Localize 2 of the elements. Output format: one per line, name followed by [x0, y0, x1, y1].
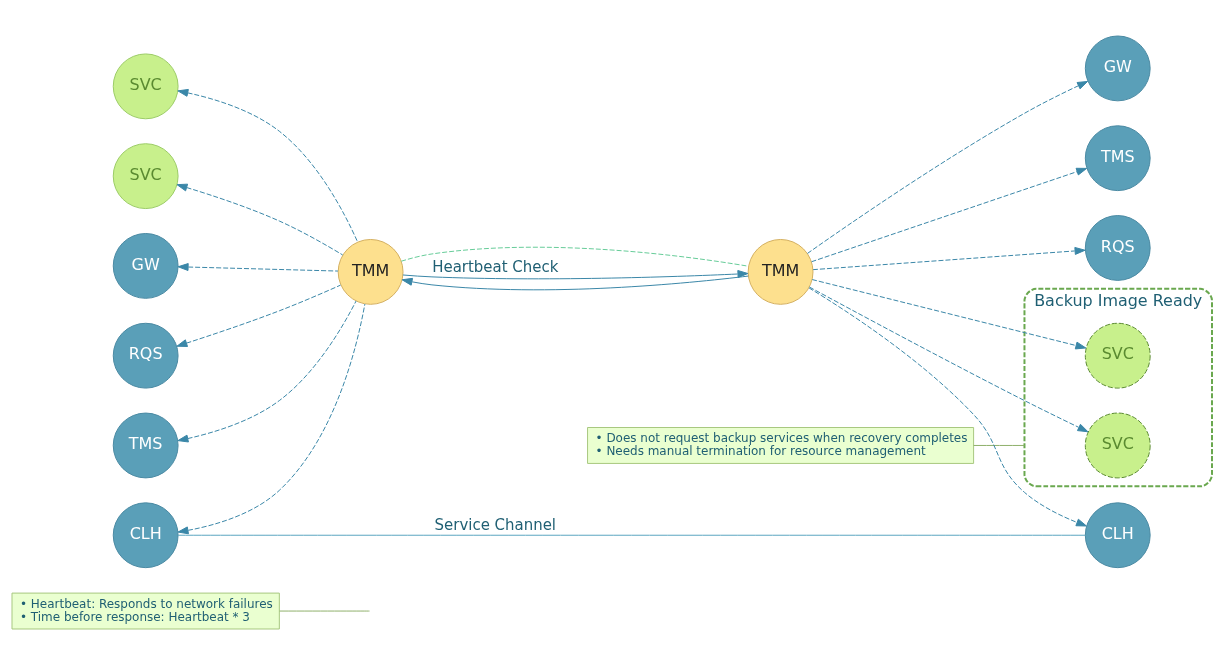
edge-label: Service Channel [434, 515, 556, 534]
edge-label: Heartbeat Check [432, 257, 559, 276]
